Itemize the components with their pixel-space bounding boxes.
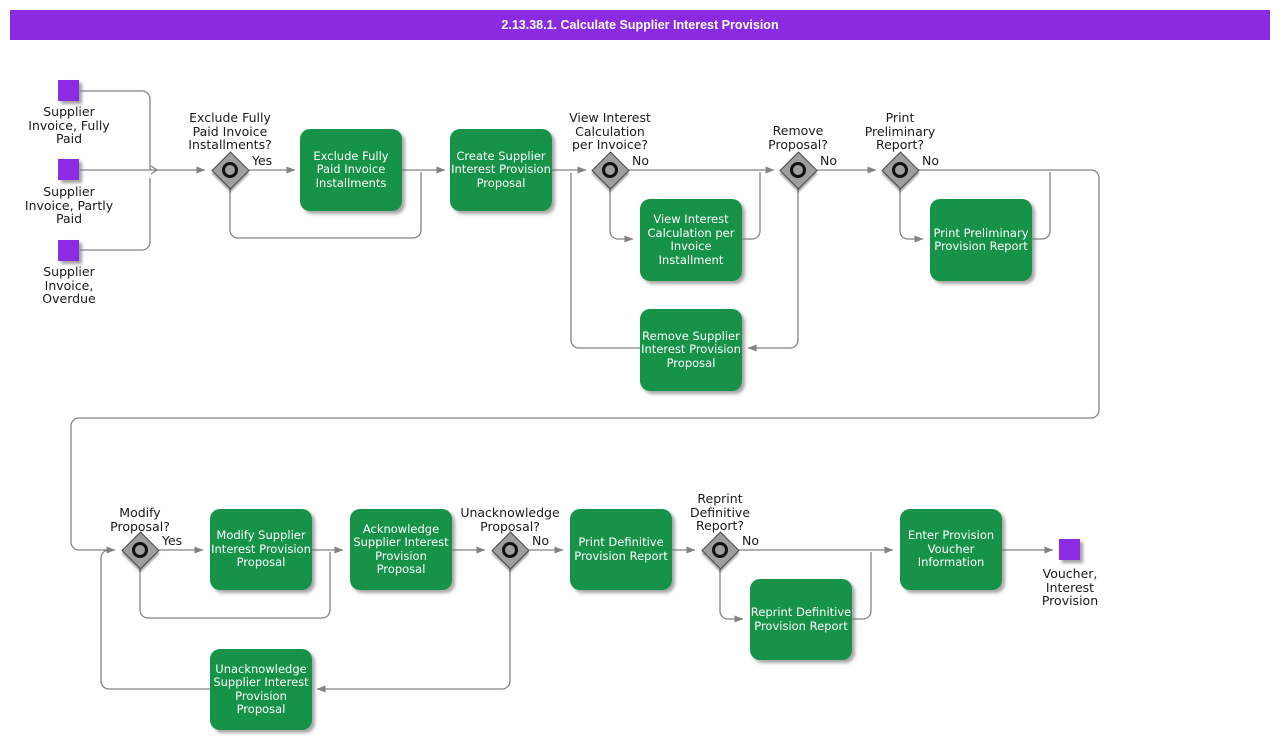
start-event-supplier-invoice-fully-paid[interactable] <box>58 80 79 101</box>
gateway-circle-icon <box>712 542 728 558</box>
flow-gw6-yes-down <box>316 568 511 693</box>
flow-task5-rejoin <box>1032 172 1051 240</box>
task-label: Reprint Definitive Provision Report <box>750 605 852 633</box>
task-label: Enter Provision Voucher Information <box>907 528 995 570</box>
task-label: Create Supplier Interest Provision Propo… <box>451 148 551 190</box>
flow-gw5-no-bypass <box>139 552 331 619</box>
event-label: Supplier Invoice, Overdue <box>42 264 96 306</box>
task-acknowledge-supplier-interest-provision-proposal[interactable]: Acknowledge Supplier Interest Provision … <box>350 509 452 590</box>
event-label: Supplier Invoice, Fully Paid <box>28 104 110 146</box>
diagram-title-bar: 2.13.38.1. Calculate Supplier Interest P… <box>10 10 1270 40</box>
gateway-question: Exclude Fully Paid Invoice Installments? <box>188 110 272 152</box>
gateway-modify-proposal <box>121 531 160 570</box>
gateway-unacknowledge-proposal <box>491 531 530 570</box>
flow-start1-merge <box>80 90 151 170</box>
gateway-question: Remove Proposal? <box>768 123 828 152</box>
task-label: Exclude Fully Paid Invoice Installments <box>313 148 389 190</box>
branch-label-no: No <box>632 153 649 168</box>
task-view-interest-calculation-per-invoice-installment[interactable]: View Interest Calculation per Invoice In… <box>640 199 742 281</box>
task-print-definitive-provision-report[interactable]: Print Definitive Provision Report <box>570 509 672 590</box>
task-label: Print Definitive Provision Report <box>574 535 668 563</box>
event-label: Voucher, Interest Provision <box>1041 566 1099 608</box>
event-label: Supplier Invoice, Partly Paid <box>24 184 114 226</box>
start-event-supplier-invoice-partly-paid[interactable] <box>58 159 79 180</box>
gateway-exclude-fully-paid-invoice-installments <box>211 151 250 190</box>
gateway-circle-icon <box>602 162 618 178</box>
task-label: Acknowledge Supplier Interest Provision … <box>353 521 449 576</box>
task-print-preliminary-provision-report[interactable]: Print Preliminary Provision Report <box>930 199 1032 281</box>
task-modify-supplier-interest-provision-proposal[interactable]: Modify Supplier Interest Provision Propo… <box>210 509 312 590</box>
gateway-remove-proposal <box>779 151 818 190</box>
task-exclude-fully-paid-invoice-installments[interactable]: Exclude Fully Paid Invoice Installments <box>300 129 402 211</box>
task-label: Unacknowledge Supplier Interest Provisio… <box>213 661 309 716</box>
task-create-supplier-interest-provision-proposal[interactable]: Create Supplier Interest Provision Propo… <box>450 129 552 211</box>
branch-label-no: No <box>922 153 939 168</box>
branch-label-no: No <box>742 533 759 548</box>
gateway-question: Modify Proposal? <box>110 505 170 534</box>
branch-label-yes: Yes <box>252 153 273 168</box>
gateway-reprint-definitive-report <box>701 531 740 570</box>
gateway-circle-icon <box>222 162 238 178</box>
flow-task8-loopback <box>100 549 210 690</box>
gateway-question: Print Preliminary Report? <box>864 110 936 152</box>
gateway-circle-icon <box>132 542 148 558</box>
end-event-voucher-interest-provision[interactable] <box>1059 539 1080 560</box>
branch-label-yes: Yes <box>162 533 183 548</box>
task-label: Modify Supplier Interest Provision Propo… <box>211 528 311 570</box>
branch-label-no: No <box>820 153 837 168</box>
gateway-circle-icon <box>892 162 908 178</box>
task-reprint-definitive-provision-report[interactable]: Reprint Definitive Provision Report <box>750 579 852 660</box>
task-label: Remove Supplier Interest Provision Propo… <box>641 328 741 370</box>
gateway-print-preliminary-report <box>881 151 920 190</box>
flow-gw4-yes-down <box>899 188 924 243</box>
flow-gw4-no-to-gw5 <box>70 169 1100 554</box>
flow-gw2-yes-down <box>609 188 634 243</box>
flow-task10-rejoin <box>852 552 872 620</box>
gateway-question: Unacknowledge Proposal? <box>460 505 560 534</box>
start-event-supplier-invoice-overdue[interactable] <box>58 240 79 261</box>
gateway-question: View Interest Calculation per Invoice? <box>569 110 651 152</box>
branch-label-no: No <box>532 533 549 548</box>
flow-gw7-yes-down <box>719 568 744 623</box>
gateway-question: Reprint Definitive Report? <box>689 491 751 533</box>
flow-task4-loopback <box>570 173 640 349</box>
flow-start3-merge <box>80 178 151 251</box>
task-unacknowledge-supplier-interest-provision-proposal[interactable]: Unacknowledge Supplier Interest Provisio… <box>210 649 312 730</box>
flow-gw3-yes-down <box>747 188 799 352</box>
gateway-circle-icon <box>790 162 806 178</box>
task-label: View Interest Calculation per Invoice In… <box>647 212 735 267</box>
flow-gw1-no-bypass <box>229 172 422 239</box>
task-remove-supplier-interest-provision-proposal[interactable]: Remove Supplier Interest Provision Propo… <box>640 309 742 391</box>
gateway-view-interest-calculation-per-invoice <box>591 151 630 190</box>
gateway-circle-icon <box>502 542 518 558</box>
task-label: Print Preliminary Provision Report <box>933 225 1029 253</box>
task-enter-provision-voucher-information[interactable]: Enter Provision Voucher Information <box>900 509 1002 590</box>
flow-task3-rejoin <box>742 172 761 240</box>
